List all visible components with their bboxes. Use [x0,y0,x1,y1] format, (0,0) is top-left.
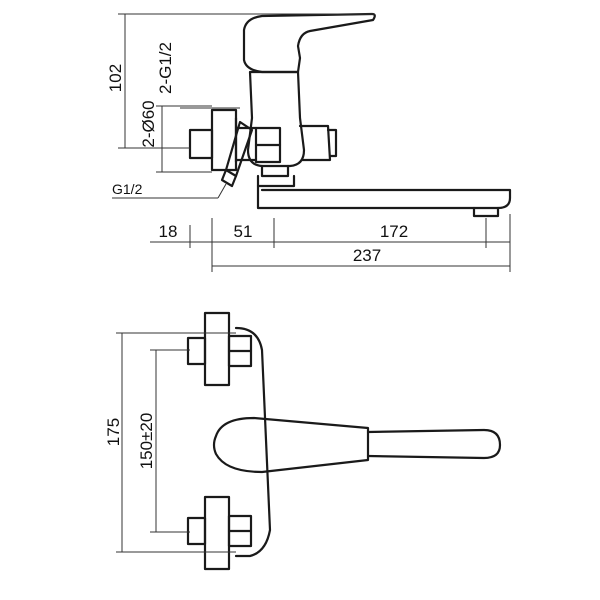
top-lower-pipe [186,516,207,546]
top-upper-pipe [186,336,207,366]
top-lower-flange [203,495,231,571]
side-eccentric-pipe [188,128,214,160]
side-rear-connector [298,124,332,162]
side-mixer-body [246,70,306,168]
dim-g12-label: G1/2 [112,181,143,197]
top-upper-flange [203,311,231,387]
dim-102-label: 102 [106,64,125,92]
dim-237-label: 237 [353,246,381,265]
dim-150-label: 150±20 [137,413,156,470]
top-body-plate [234,326,272,558]
dim-175-label: 175 [104,418,123,446]
dim-18-label: 18 [159,222,178,241]
dim-g12-pair-label: 2-G1/2 [156,42,175,94]
side-aerator [472,206,500,218]
top-lever [212,416,370,474]
dim-51-label: 51 [234,222,253,241]
top-view [186,311,502,571]
side-angled-thread [220,168,238,188]
side-rear-connector-cap [326,128,338,158]
side-dimensions: 102 2-G1/2 2-Ø60 G1/2 18 51 172 237 [106,13,511,272]
side-base-collar [256,174,296,188]
top-dimensions: 175 150±20 [104,332,236,553]
side-base-ring [260,164,290,178]
side-view [188,12,512,218]
side-wall-flange [210,108,238,172]
dim-172-label: 172 [380,222,408,241]
side-lever-handle [242,12,376,74]
top-spout [366,428,502,460]
side-spout [256,184,512,210]
dim-dia60-label: 2-Ø60 [139,100,158,147]
